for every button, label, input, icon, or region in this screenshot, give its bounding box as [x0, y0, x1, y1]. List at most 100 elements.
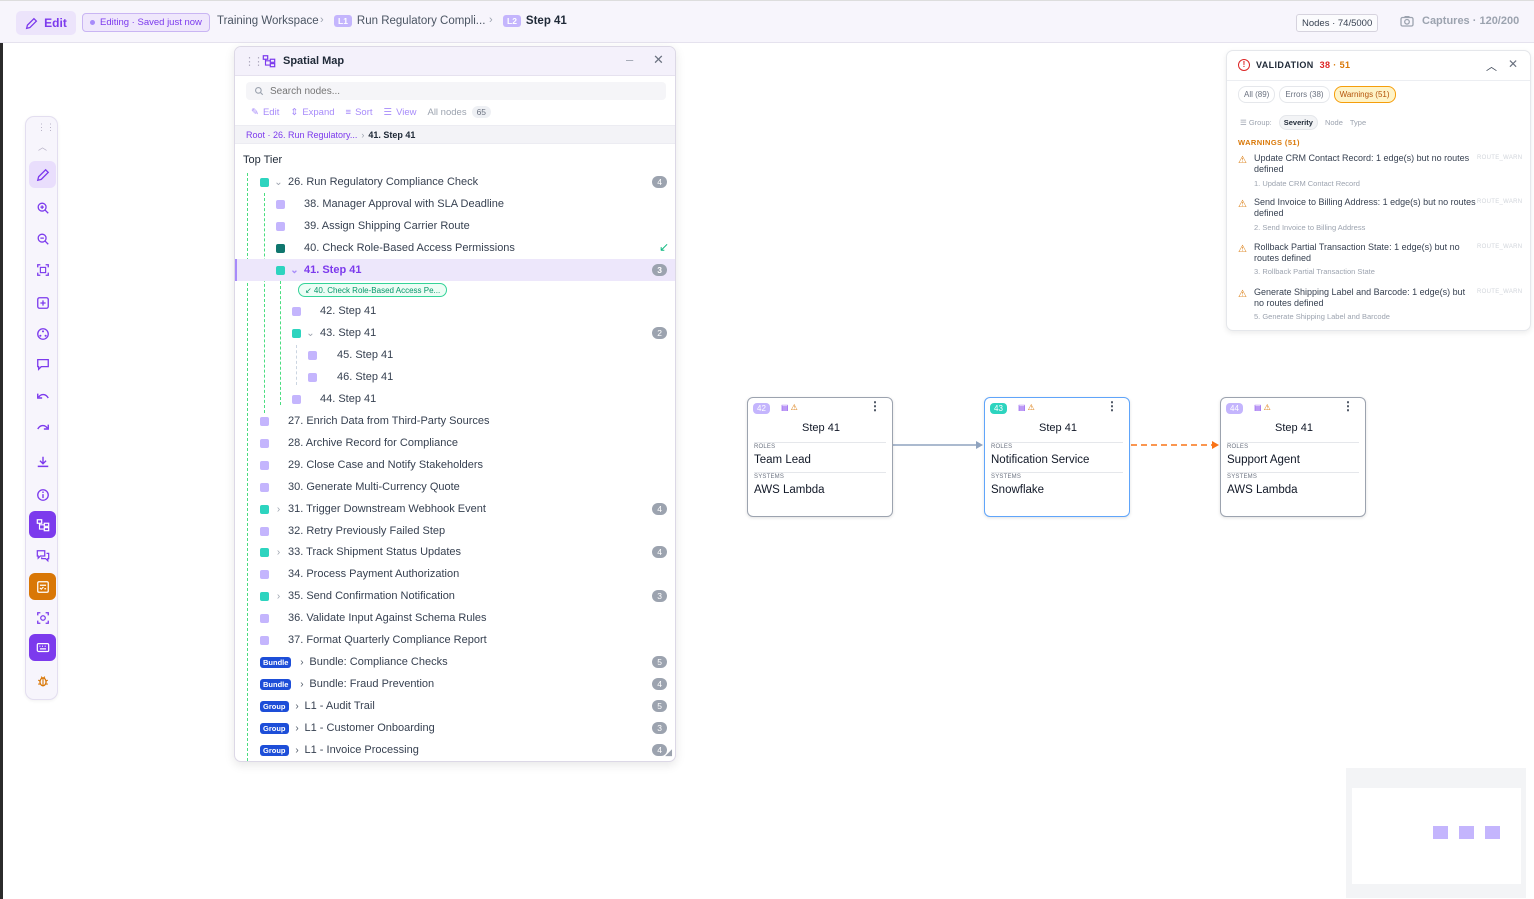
pencil-tool-button[interactable] — [29, 161, 56, 188]
chevron-right-icon[interactable]: › — [276, 546, 281, 558]
tree-row-group[interactable]: Group › L1 - Audit Trail 5 — [235, 695, 675, 717]
tree-row[interactable]: › 35. Send Confirmation Notification 3 — [235, 585, 675, 607]
tree-row[interactable]: 27. Enrich Data from Third-Party Sources — [235, 410, 675, 432]
zoom-out-button[interactable] — [29, 225, 56, 252]
tree-row[interactable]: › 31. Trigger Downstream Webhook Event 4 — [235, 498, 675, 520]
drag-handle-icon[interactable]: ⋮⋮ — [244, 56, 264, 68]
info-button[interactable] — [29, 481, 56, 508]
expand-control[interactable]: ⇕Expand — [290, 107, 334, 118]
edit-mode-button[interactable]: Edit — [16, 11, 76, 35]
all-nodes-label[interactable]: All nodes — [427, 106, 467, 118]
undo-button[interactable] — [29, 384, 56, 411]
chevron-right-icon[interactable]: › — [276, 503, 281, 515]
tree-row[interactable]: ⌄ 43. Step 41 2 — [235, 322, 675, 344]
tree-row-group[interactable]: Group › L1 - Invoice Processing 4 — [235, 739, 675, 761]
toolbar-grip-icon[interactable]: ⋮⋮ — [37, 122, 55, 132]
tree-row[interactable]: 39. Assign Shipping Carrier Route — [235, 215, 675, 237]
tree-row[interactable]: 44. Step 41 — [235, 388, 675, 410]
top-bar: Edit Editing · Saved just now Training W… — [0, 0, 1534, 43]
chat-button[interactable] — [29, 542, 56, 569]
tab-all[interactable]: All (89) — [1238, 86, 1276, 103]
search-input[interactable] — [270, 85, 650, 97]
chevron-right-icon[interactable]: › — [276, 590, 281, 602]
tree-row[interactable]: 36. Validate Input Against Schema Rules — [235, 607, 675, 629]
breadcrumb-l1[interactable]: L1 Run Regulatory Compli... — [334, 15, 485, 27]
node-color-square — [276, 221, 285, 231]
search-box[interactable] — [246, 82, 666, 100]
add-node-button[interactable] — [29, 289, 56, 316]
reference-chip[interactable]: ↙ 40. Check Role-Based Access Pe... — [298, 283, 448, 297]
view-control[interactable]: ☰View — [384, 107, 417, 118]
tree-row-bundle[interactable]: Bundle › Bundle: Fraud Prevention 4 — [235, 673, 675, 695]
minimap[interactable] — [1346, 768, 1526, 898]
warning-icon: ⚠ — [1263, 403, 1271, 412]
collapse-chevron-icon[interactable]: ︿ — [38, 142, 48, 152]
tree-row[interactable]: 30. Generate Multi-Currency Quote — [235, 476, 675, 498]
panel-header[interactable]: ⋮⋮ Spatial Map – ✕ — [235, 47, 675, 76]
node-menu-icon[interactable]: ⋮ — [1342, 399, 1354, 413]
group-option-severity[interactable]: Severity — [1278, 115, 1318, 130]
tree-row[interactable]: 45. Step 41 — [235, 344, 675, 366]
edge-43-44[interactable] — [1131, 441, 1219, 449]
tree-row-bundle[interactable]: Bundle › Bundle: Compliance Checks 5 — [235, 651, 675, 673]
flow-node[interactable]: 43 ▤⚠ ⋮ Step 41 ROLES Notification Servi… — [984, 397, 1130, 517]
tree-row-group[interactable]: Group › L1 - Customer Onboarding 3 — [235, 717, 675, 739]
edit-control[interactable]: ✎Edit — [251, 107, 279, 118]
edge-42-43[interactable] — [893, 441, 983, 449]
fit-view-button[interactable] — [29, 256, 56, 283]
resize-handle-icon[interactable]: ◢ — [665, 747, 672, 757]
chevron-right-icon[interactable]: › — [295, 744, 299, 756]
tree-row[interactable]: 37. Format Quarterly Compliance Report — [235, 629, 675, 651]
node-system: AWS Lambda — [1227, 484, 1298, 496]
group-option-node[interactable]: Node — [1324, 118, 1343, 127]
chevron-down-icon[interactable]: ⌄ — [290, 264, 299, 276]
node-menu-icon[interactable]: ⋮ — [1106, 399, 1118, 413]
debug-button[interactable] — [29, 667, 56, 694]
tree-row[interactable]: ⌄ 26. Run Regulatory Compliance Check 4 — [235, 171, 675, 193]
sort-control[interactable]: ≡Sort — [346, 107, 373, 118]
tree-row[interactable]: 46. Step 41 — [235, 366, 675, 388]
minimize-icon[interactable]: – — [626, 52, 634, 67]
layout-button[interactable] — [29, 320, 56, 347]
close-icon[interactable]: ✕ — [653, 52, 664, 67]
captures-button[interactable]: Captures · 120/200 — [1400, 15, 1519, 27]
keyboard-button[interactable] — [29, 634, 56, 661]
flow-node[interactable]: 44 ▤⚠ ⋮ Step 41 ROLES Support Agent SYST… — [1220, 397, 1366, 517]
breadcrumb-workspace[interactable]: Training Workspace — [217, 15, 319, 27]
tree-row-label: 43. Step 41 — [320, 327, 377, 339]
flow-node[interactable]: 42 ▤⚠ ⋮ Step 41 ROLES Team Lead SYSTEMS … — [747, 397, 893, 517]
group-option-type[interactable]: Type — [1349, 118, 1367, 127]
tree-row[interactable]: 38. Manager Approval with SLA Deadline — [235, 193, 675, 215]
close-icon[interactable]: ✕ — [1508, 57, 1519, 71]
spatial-map-button[interactable] — [29, 511, 56, 538]
node-menu-icon[interactable]: ⋮ — [869, 399, 881, 413]
tree-row[interactable]: 40. Check Role-Based Access Permissions … — [235, 237, 675, 259]
tree-row-selected[interactable]: ⌄ 41. Step 41 3 — [235, 259, 675, 281]
tree-row[interactable]: 28. Archive Record for Compliance — [235, 432, 675, 454]
scan-button[interactable] — [29, 604, 56, 631]
tree-row[interactable]: › 33. Track Shipment Status Updates 4 — [235, 541, 675, 563]
chevron-right-icon[interactable]: › — [300, 678, 304, 690]
tree-row[interactable]: 34. Process Payment Authorization — [235, 563, 675, 585]
tree-row[interactable]: 29. Close Case and Notify Stakeholders — [235, 454, 675, 476]
comment-icon — [36, 358, 49, 371]
tab-errors[interactable]: Errors (38) — [1279, 86, 1330, 103]
chevron-right-icon[interactable]: › — [295, 722, 299, 734]
redo-button[interactable] — [29, 415, 56, 442]
chevron-down-icon[interactable]: ⌄ — [306, 327, 315, 339]
tree-row[interactable]: 42. Step 41 — [235, 300, 675, 322]
chevron-down-icon[interactable]: ⌄ — [274, 176, 283, 188]
collapse-chevron-icon[interactable]: ︿ — [1486, 61, 1497, 73]
chevron-right-icon[interactable]: › — [295, 700, 299, 712]
breadcrumb-l2[interactable]: L2 Step 41 — [503, 15, 567, 27]
download-button[interactable] — [29, 448, 56, 475]
chevron-right-icon[interactable]: › — [300, 656, 304, 668]
path-root-link[interactable]: Root · 26. Run Regulatory... — [246, 129, 358, 140]
checklist-button[interactable] — [29, 573, 56, 600]
node-tree: ⌄ 26. Run Regulatory Compliance Check 4 … — [235, 47, 675, 761]
tree-row[interactable]: 32. Retry Previously Failed Step — [235, 520, 675, 542]
tab-warnings[interactable]: Warnings (51) — [1333, 86, 1396, 103]
minimap-viewport[interactable] — [1352, 788, 1521, 884]
zoom-in-button[interactable] — [29, 194, 56, 221]
comment-button[interactable] — [29, 350, 56, 377]
